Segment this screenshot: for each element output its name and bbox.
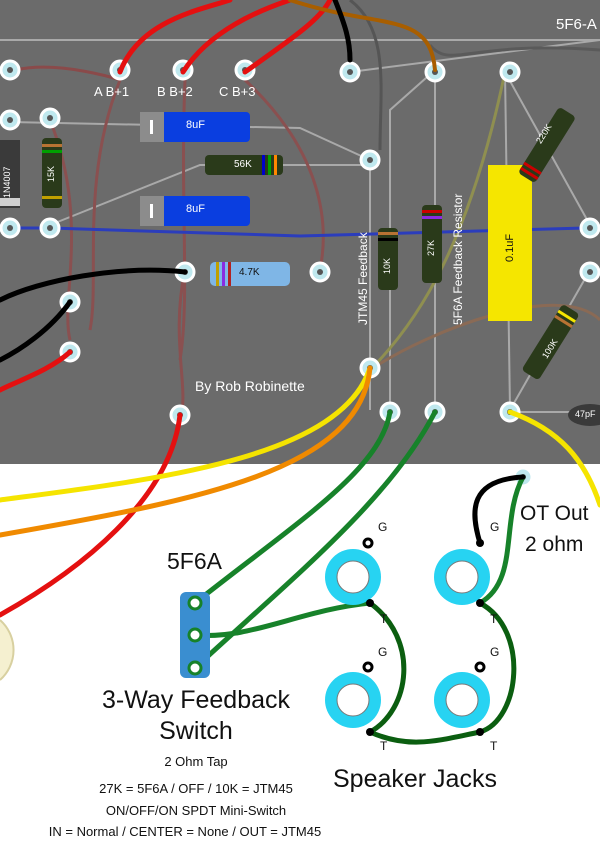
r10k-label: 10K bbox=[382, 257, 392, 274]
note-switch-positions: IN = Normal / CENTER = None / OUT = JTM4… bbox=[48, 824, 322, 839]
red-wire-bplus1 bbox=[117, 0, 233, 75]
r15k-label: 15K bbox=[46, 165, 56, 182]
bplus2-label: B B+2 bbox=[157, 84, 193, 99]
board-title: 5F6-A bbox=[556, 16, 597, 33]
ot-out-ohm-label: 2 ohm bbox=[525, 533, 584, 556]
resistor-4-7k bbox=[210, 262, 290, 286]
partial-circle bbox=[0, 619, 15, 681]
black-wire-top bbox=[332, 0, 353, 63]
speaker-jack-1 bbox=[325, 537, 381, 607]
jack1-g-label: G bbox=[378, 520, 388, 534]
capacitor-0-1uf bbox=[488, 165, 532, 321]
green-wire-10k bbox=[192, 409, 393, 606]
orange-wire-feedback bbox=[0, 365, 373, 538]
cap1-label: 8uF bbox=[186, 119, 205, 131]
jack3-t-label: T bbox=[380, 739, 388, 753]
switch-title-line1: 3-Way Feedback bbox=[101, 686, 291, 714]
credit-label: By Rob Robinette bbox=[195, 378, 305, 394]
note-feedback-values: 27K = 5F6A / OFF / 10K = JTM45 bbox=[99, 781, 293, 796]
red-wire-bplus3 bbox=[242, 0, 333, 75]
r47k-label: 4.7K bbox=[239, 267, 260, 278]
r27k-label: 27K bbox=[426, 239, 436, 256]
green-wire-ot bbox=[477, 474, 526, 606]
jack1-t-label: T bbox=[380, 612, 388, 626]
diode-1n4007 bbox=[0, 140, 20, 208]
capacitor-47pf bbox=[568, 404, 600, 426]
bplus3-label: C B+3 bbox=[219, 84, 256, 99]
note-switch-type: ON/OFF/ON SPDT Mini-Switch bbox=[105, 803, 287, 818]
jack4-g-label: G bbox=[490, 645, 500, 659]
jack4-t-label: T bbox=[490, 739, 498, 753]
shadow-wires bbox=[14, 0, 600, 421]
r56k-label: 56K bbox=[234, 159, 252, 170]
speaker-jack-2 bbox=[434, 539, 490, 607]
red-wire-bottom bbox=[0, 412, 183, 618]
speaker-jacks-label: Speaker Jacks bbox=[333, 765, 497, 793]
capacitor-8uf-top bbox=[140, 112, 250, 142]
resistor-56k bbox=[205, 155, 283, 175]
jack3-g-label: G bbox=[378, 645, 388, 659]
green-wire-switch-mid bbox=[192, 600, 373, 639]
blue-trace bbox=[0, 226, 586, 238]
dark-green-jack2 bbox=[477, 600, 517, 735]
cap47p-label: 47pF bbox=[575, 409, 596, 419]
black-wire-ot bbox=[472, 474, 526, 546]
cap01-label: 0.1uF bbox=[504, 233, 516, 262]
black-wire-left2 bbox=[0, 299, 73, 363]
dark-green-jacks-link bbox=[367, 729, 483, 745]
switch-title-line2: Switch bbox=[159, 717, 233, 745]
brown-wire bbox=[288, 0, 437, 72]
red-wire-bplus2 bbox=[180, 0, 293, 75]
jack2-t-label: T bbox=[490, 612, 498, 626]
feedback-switch bbox=[180, 592, 210, 678]
resistor-15k bbox=[42, 138, 62, 208]
board-traces bbox=[0, 39, 600, 413]
yellow-wire-right bbox=[507, 409, 600, 508]
note-2ohm-tap: 2 Ohm Tap bbox=[164, 754, 228, 769]
speaker-jack-3 bbox=[325, 661, 381, 736]
resistor-100k bbox=[522, 305, 579, 380]
cap2-label: 8uF bbox=[186, 203, 205, 215]
5f6a-feedback-label: 5F6A Feedback Resistor bbox=[451, 193, 465, 325]
switch-name: 5F6A bbox=[167, 548, 222, 574]
resistor-220k bbox=[519, 108, 575, 182]
speaker-jack-4 bbox=[434, 661, 490, 736]
capacitor-8uf-bottom bbox=[140, 196, 250, 226]
bplus1-label: A B+1 bbox=[94, 84, 130, 99]
resistor-27k bbox=[422, 205, 442, 283]
dark-green-jack1 bbox=[367, 600, 407, 735]
red-wire-left bbox=[0, 349, 73, 393]
ot-out-label: OT Out bbox=[520, 502, 589, 525]
diode-label: 1N4007 bbox=[2, 166, 12, 198]
jtm45-feedback-label: JTM45 Feedback bbox=[356, 232, 370, 325]
jack2-g-label: G bbox=[490, 520, 500, 534]
resistor-10k bbox=[378, 228, 398, 290]
black-wire-left bbox=[0, 267, 188, 303]
yellow-wire-feedback bbox=[0, 365, 373, 503]
